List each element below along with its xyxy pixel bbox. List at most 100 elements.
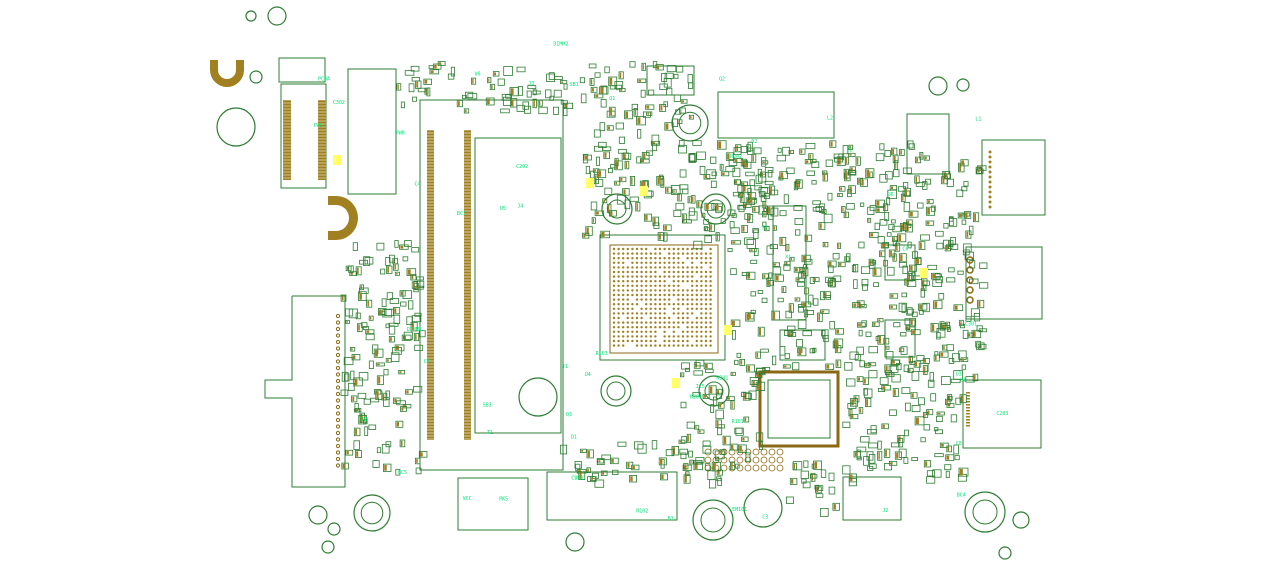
bga-ball xyxy=(654,270,657,274)
bga-ball xyxy=(617,247,620,251)
bga-ball xyxy=(631,280,634,283)
smd-pad xyxy=(882,424,885,428)
smd-part xyxy=(672,189,677,194)
smd-part xyxy=(364,257,374,265)
smd-part xyxy=(774,274,784,282)
smd-pad xyxy=(395,345,399,350)
smd-part xyxy=(731,213,737,218)
smd-pad xyxy=(850,474,853,482)
bga-ball xyxy=(654,257,657,260)
smd-pad xyxy=(946,400,948,404)
smd-pad xyxy=(974,213,976,221)
bga-ball xyxy=(626,298,629,301)
smd-part xyxy=(666,87,673,96)
hdmi-pin xyxy=(988,150,992,154)
smd-part xyxy=(648,89,655,96)
smd-part xyxy=(908,270,915,277)
smd-part xyxy=(847,403,857,409)
bga-ball xyxy=(635,316,639,320)
smd-part xyxy=(896,362,902,371)
smd-pad xyxy=(954,305,958,310)
smd-part xyxy=(939,442,949,449)
bga-ball xyxy=(686,252,689,255)
smd-part xyxy=(938,293,945,300)
smd-part xyxy=(756,368,766,375)
smd-part xyxy=(820,469,827,478)
bga-ball xyxy=(635,266,639,269)
smd-part xyxy=(812,277,820,282)
smd-pad xyxy=(533,99,535,107)
smd-pad xyxy=(351,348,353,351)
smd-part xyxy=(636,116,646,126)
bga-ball xyxy=(622,284,625,287)
bga-ball xyxy=(654,289,657,292)
bga-ball xyxy=(612,275,616,278)
smd-part xyxy=(829,140,837,148)
smd-part xyxy=(864,362,871,368)
bga-ball xyxy=(649,339,652,343)
smd-pad xyxy=(925,461,928,467)
smd-pad xyxy=(394,398,397,403)
bga-ball xyxy=(663,261,666,264)
smd-part xyxy=(863,456,869,466)
smd-pad xyxy=(798,348,802,355)
bga-ball xyxy=(649,266,652,269)
smd-part xyxy=(879,143,885,151)
smd-part xyxy=(596,458,605,466)
smd-pad xyxy=(790,304,792,312)
smd-part xyxy=(390,352,400,362)
smd-part xyxy=(900,332,907,337)
bga-ball xyxy=(635,293,639,297)
smd-part xyxy=(744,237,754,245)
mounting-hole xyxy=(308,505,328,525)
smd-pad xyxy=(927,410,930,414)
smd-part xyxy=(693,459,703,465)
smd-pad xyxy=(587,450,590,458)
bga-ball xyxy=(645,266,648,269)
smd-part xyxy=(946,277,956,283)
bga-ball xyxy=(700,270,703,274)
smd-part xyxy=(413,386,423,393)
smd-pad xyxy=(880,251,883,256)
smd-part xyxy=(902,265,909,274)
bga-ball xyxy=(686,312,689,315)
smd-pad xyxy=(643,153,646,159)
smd-part xyxy=(918,303,928,311)
edge-pin xyxy=(335,359,341,364)
smd-part xyxy=(586,449,594,459)
smd-part xyxy=(693,370,704,376)
smd-part xyxy=(696,200,703,209)
smd-part xyxy=(351,354,361,361)
smd-part xyxy=(398,369,406,375)
bga-ball xyxy=(626,339,629,343)
smd-part xyxy=(689,152,696,162)
smd-part xyxy=(914,416,925,426)
mounting-holes xyxy=(216,6,1030,560)
smd-part xyxy=(637,129,642,139)
smd-part xyxy=(688,114,694,120)
smd-part xyxy=(720,171,730,177)
bga-ball xyxy=(612,252,616,255)
smd-pad xyxy=(354,378,358,386)
smd-pad xyxy=(673,190,675,193)
bga-ball xyxy=(672,330,675,333)
smd-pad xyxy=(681,373,683,376)
smd-pad xyxy=(637,117,641,125)
smd-part xyxy=(600,470,608,476)
smd-part xyxy=(889,409,897,416)
smd-part xyxy=(910,392,918,399)
bga-ball xyxy=(704,330,708,333)
smd-pad xyxy=(615,161,618,169)
component-outline xyxy=(347,68,397,195)
smd-pad xyxy=(744,417,747,422)
smd-part xyxy=(779,210,787,217)
smd-part xyxy=(629,61,636,68)
smd-part xyxy=(932,469,942,478)
smd-pad xyxy=(703,395,706,398)
smd-part xyxy=(899,148,905,156)
smd-part xyxy=(500,108,510,114)
smd-part xyxy=(646,111,653,116)
smd-part xyxy=(903,201,911,212)
smd-part xyxy=(385,256,391,266)
component-label: PK5 xyxy=(499,496,508,502)
